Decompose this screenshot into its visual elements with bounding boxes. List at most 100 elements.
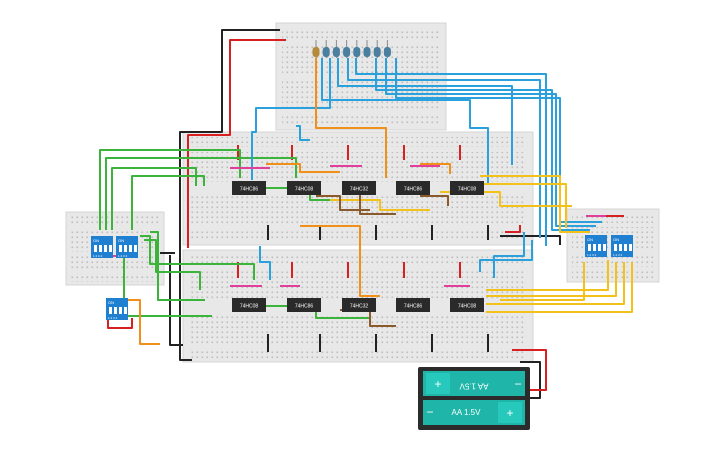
wire-blue xyxy=(347,58,541,238)
chip-label: 74HC86 xyxy=(295,304,314,310)
led[interactable] xyxy=(363,40,371,58)
wire-red xyxy=(187,39,286,248)
chip-label: 74HC32 xyxy=(350,304,369,310)
wire-green xyxy=(144,239,201,290)
wire-orange xyxy=(120,299,160,345)
chip-label: 74HC08 xyxy=(458,187,477,193)
wire-yellow xyxy=(486,262,633,313)
led[interactable] xyxy=(373,40,381,58)
wire-blue xyxy=(259,246,271,280)
chip[interactable]: 74HC08 xyxy=(287,181,321,195)
wire-yellow xyxy=(486,262,625,305)
chip-label: 74HC08 xyxy=(240,304,259,310)
chip[interactable]: 74HC08 xyxy=(450,181,484,195)
wire-brown xyxy=(420,195,449,206)
led-array xyxy=(312,40,391,58)
wire-green xyxy=(150,231,205,301)
wire-black xyxy=(520,361,541,399)
battery-cell-top: + − AA 1.5V xyxy=(423,371,525,396)
breadboard-top-small xyxy=(275,22,447,131)
wire-yellow xyxy=(330,199,430,211)
wire-yellow xyxy=(486,262,617,297)
wire-yellow xyxy=(486,260,609,291)
wire-black xyxy=(500,235,561,245)
chip-label: 74HC86 xyxy=(240,187,259,193)
chip[interactable]: 74HC32 xyxy=(342,181,376,195)
wire-blue xyxy=(337,58,513,165)
wire-blue xyxy=(479,240,533,272)
dip-numbers: 1 2 3 4 xyxy=(613,253,623,257)
led[interactable] xyxy=(383,40,391,58)
dip-on-label: ON xyxy=(118,238,124,243)
wire-orange xyxy=(266,163,340,173)
wire-blue xyxy=(355,58,547,246)
dip-switch[interactable]: ON 1 2 3 4 xyxy=(611,235,633,257)
wire-green xyxy=(131,175,205,230)
wire-green xyxy=(140,235,255,280)
dip-on-label: ON xyxy=(108,300,114,305)
wire-red xyxy=(505,225,521,233)
dip-switch[interactable]: ON 1 2 3 4 xyxy=(116,236,138,258)
dip-numbers: 1 2 3 4 xyxy=(118,254,128,258)
wire-orange xyxy=(315,58,387,178)
wire-orange xyxy=(300,225,380,297)
wire-blue xyxy=(251,58,331,180)
battery-minus-label: − xyxy=(426,405,433,419)
dip-on-label: ON xyxy=(93,238,99,243)
dip-numbers: 1 2 3 4 xyxy=(587,253,597,257)
wire-green xyxy=(105,157,297,230)
wire-black xyxy=(179,29,280,361)
battery-cell-label: AA 1.5V xyxy=(459,382,489,391)
chip-label: 74HC86 xyxy=(404,187,423,193)
led[interactable] xyxy=(353,40,361,58)
chip-row-bottom: 74HC08 74HC86 74HC32 74HC86 74HC08 xyxy=(232,298,484,312)
chip-label: 74HC32 xyxy=(350,187,369,193)
wire-blue xyxy=(493,232,525,278)
wire-yellow xyxy=(500,262,585,301)
wire-blue xyxy=(296,125,310,141)
battery-minus-label: − xyxy=(514,377,521,391)
dip-on-label: ON xyxy=(587,237,593,242)
battery-plus-label: + xyxy=(434,377,441,391)
wire-red xyxy=(512,349,547,391)
breadboard-left-small xyxy=(65,211,165,286)
chip[interactable]: 74HC32 xyxy=(342,298,376,312)
led[interactable] xyxy=(322,40,330,58)
led[interactable] xyxy=(332,40,340,58)
chip[interactable]: 74HC86 xyxy=(232,181,266,195)
chip-row-top: 74HC86 74HC08 74HC32 74HC86 74HC08 xyxy=(232,181,484,195)
wire-yellow xyxy=(474,183,567,228)
wire-blue xyxy=(375,58,590,231)
battery-cell-bottom: − + AA 1.5V xyxy=(423,400,525,425)
battery-cell-label: AA 1.5V xyxy=(452,408,482,417)
chip-label: 74HC08 xyxy=(458,304,477,310)
led[interactable] xyxy=(343,40,351,58)
dip-switch[interactable]: ON 1 2 3 4 xyxy=(106,298,128,320)
battery-pack[interactable]: + − AA 1.5V − + AA 1.5V xyxy=(418,367,530,430)
battery-plus-label: + xyxy=(506,406,513,420)
chip[interactable]: 74HC86 xyxy=(396,181,430,195)
wire-blue xyxy=(395,58,602,223)
dip-switch[interactable]: ON 1 2 3 4 xyxy=(91,236,113,258)
wire-blue xyxy=(385,58,596,227)
chip-label: 74HC86 xyxy=(404,304,423,310)
dip-numbers: 1 2 3 4 xyxy=(108,316,118,320)
wire-yellow xyxy=(480,175,590,233)
led[interactable] xyxy=(312,40,320,58)
wire-brown xyxy=(316,195,370,211)
wire-green xyxy=(99,149,241,230)
wire-orange xyxy=(420,163,451,174)
chip[interactable]: 74HC86 xyxy=(396,298,430,312)
dip-numbers: 1 2 3 4 xyxy=(93,254,103,258)
dip-on-label: ON xyxy=(613,237,619,242)
chip[interactable]: 74HC08 xyxy=(450,298,484,312)
dip-switch[interactable]: ON 1 2 3 4 xyxy=(585,235,607,257)
wire-black xyxy=(169,255,183,346)
chip[interactable]: 74HC08 xyxy=(232,298,266,312)
wire-brown xyxy=(359,190,396,215)
chip-label: 74HC08 xyxy=(295,187,314,193)
wire-blue xyxy=(321,58,489,185)
chip[interactable]: 74HC86 xyxy=(287,298,321,312)
